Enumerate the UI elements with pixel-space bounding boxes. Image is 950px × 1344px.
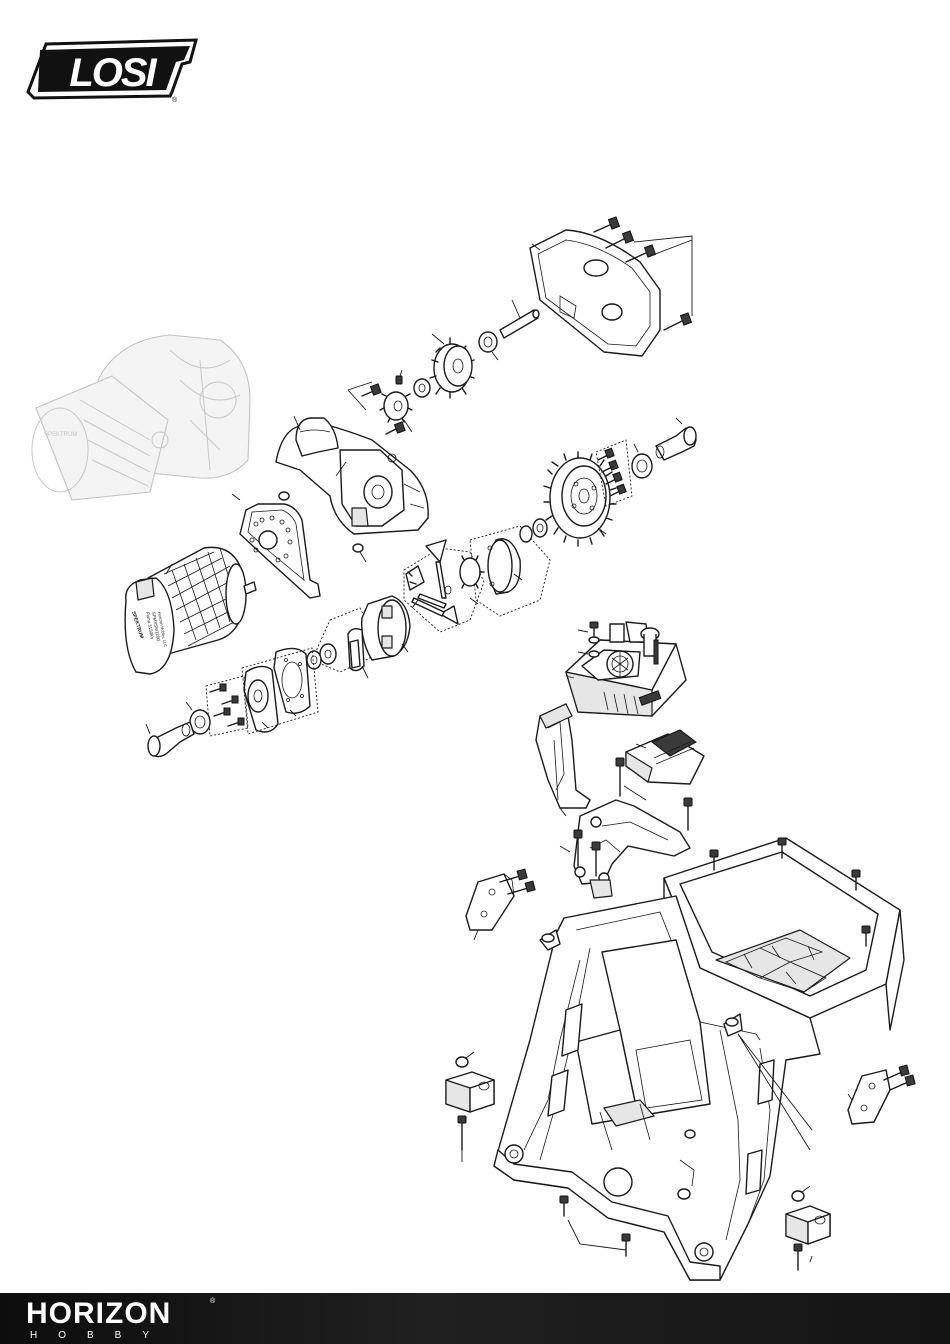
- idler-bearing: [414, 379, 430, 397]
- idler-shaft: [500, 300, 539, 338]
- shaft-bearing: [479, 332, 498, 360]
- outdrive-cup-right: [656, 418, 696, 460]
- idler-gear: [430, 334, 474, 398]
- case-nut: [353, 544, 366, 562]
- logo-registered-mark: ®: [172, 96, 178, 104]
- spur-gear: [544, 452, 616, 546]
- receiver-unit: [626, 730, 704, 784]
- outdrive-bearing-right: [632, 444, 652, 478]
- outdrive-cup-left: [146, 722, 194, 757]
- esc-mount: [536, 704, 590, 816]
- diff-cover-screws: [206, 676, 248, 736]
- losi-logo: LOSI ®: [28, 40, 196, 104]
- mount-block-right: [786, 1186, 830, 1270]
- horizon-registered-mark: ®: [210, 1298, 215, 1305]
- diff-cover-left: [242, 648, 318, 734]
- hobby-sub-wordmark: HOBBY: [30, 1330, 170, 1341]
- body-mount-bracket-right: [848, 1065, 915, 1124]
- horizon-brand-wordmark: HORIZON: [26, 1299, 171, 1329]
- brushless-motor: SPEKTRUM Firma 3150Kv SPMXSM1200 Horizon…: [125, 547, 256, 674]
- chassis-tub: [494, 838, 904, 1280]
- ghost-assembled-motor-gearbox: SPEKTRUM: [32, 335, 250, 500]
- ghost-motor-label: SPEKTRUM: [44, 432, 77, 438]
- logo-text: LOSI: [69, 51, 157, 95]
- body-mount-bracket-left: [466, 869, 535, 940]
- gear-cover: [530, 230, 660, 356]
- pinion-set-screw: [396, 370, 402, 384]
- mount-block-left: [446, 1052, 494, 1162]
- differential-assembly: [307, 519, 550, 678]
- esc-unit: [566, 622, 686, 716]
- footer-bar: HORIZON ® HOBBY: [0, 1293, 950, 1344]
